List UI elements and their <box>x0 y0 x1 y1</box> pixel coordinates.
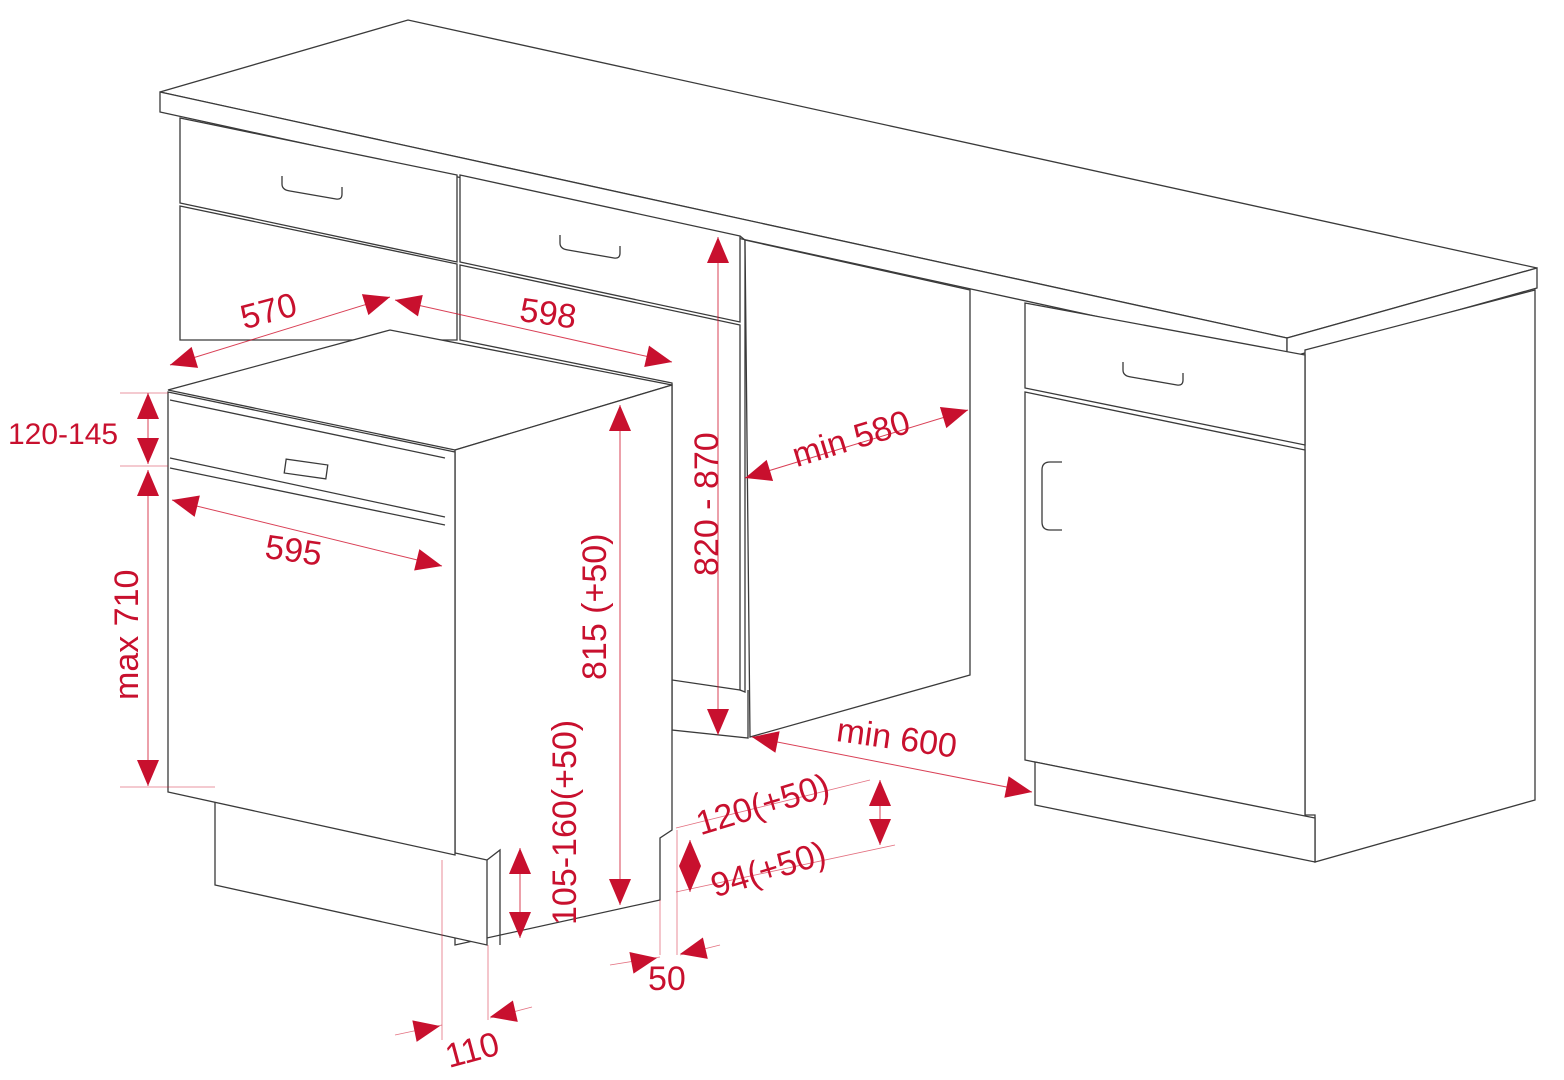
arrowhead-icon <box>680 937 708 959</box>
door-handle-icon <box>1041 461 1062 531</box>
label-door-height: max 710 <box>108 570 146 700</box>
arrowhead-icon <box>509 912 531 938</box>
label-panel-height: 120-145 <box>8 418 118 451</box>
ext-line <box>675 844 896 893</box>
ext-line <box>675 779 871 829</box>
dim-min-niche-width <box>744 409 969 479</box>
arrowhead-icon <box>939 407 968 429</box>
arrowhead-icon <box>679 866 701 892</box>
countertop <box>159 19 1538 359</box>
label-plinth-setback: 50 <box>648 960 686 998</box>
arrowhead-icon <box>361 294 390 316</box>
right-cabinet <box>1024 289 1536 863</box>
label-plinth-height: 120(+50) <box>692 767 834 843</box>
arrowhead-icon <box>172 495 200 517</box>
label-height: 815 (+50) <box>576 534 614 681</box>
label-plinth-depth-range: 105-160(+50) <box>546 720 584 925</box>
label-min-niche-depth: min 600 <box>834 711 959 765</box>
arrowhead-icon <box>707 709 729 735</box>
left-cabinets <box>179 117 749 739</box>
arrowhead-icon <box>644 345 672 368</box>
arrowhead-icon <box>509 848 531 874</box>
arrowhead-icon <box>137 470 159 496</box>
arrowhead-icon <box>679 840 701 866</box>
arrowhead-icon <box>412 1020 440 1042</box>
arrowhead-icon <box>629 952 657 974</box>
drawer-handle-icon <box>281 176 343 200</box>
dimension-lines <box>120 237 1033 1042</box>
arrowhead-icon <box>745 459 774 481</box>
dim-depth <box>169 296 391 366</box>
arrowhead-icon <box>137 438 159 464</box>
arrowhead-icon <box>395 294 423 317</box>
label-plinth-height-min: 94(+50) <box>706 834 830 905</box>
arrowhead-icon <box>609 879 631 905</box>
niche <box>744 239 971 738</box>
arrowhead-icon <box>609 405 631 431</box>
dim-width <box>171 499 443 567</box>
label-niche-width: 598 <box>517 291 578 337</box>
arrowhead-icon <box>869 780 891 806</box>
arrowhead-icon <box>490 1000 518 1022</box>
dishwasher <box>167 329 673 946</box>
arrowhead-icon <box>1004 776 1032 798</box>
arrowhead-icon <box>137 760 159 786</box>
label-width: 595 <box>263 528 324 574</box>
arrowhead-icon <box>170 346 199 368</box>
dim-min-niche-depth <box>751 736 1033 793</box>
dim-niche-width <box>394 299 673 363</box>
arrowhead-icon <box>869 819 891 845</box>
drawer-handle-icon <box>1122 362 1184 386</box>
label-niche-height: 820 - 870 <box>688 432 726 576</box>
control-panel-handle-icon <box>283 458 329 480</box>
arrowhead-icon <box>707 237 729 263</box>
drawer-handle-icon <box>559 235 621 259</box>
arrowhead-icon <box>414 549 442 571</box>
label-door-plinth-offset: 110 <box>441 1025 503 1076</box>
arrowhead-icon <box>752 731 780 753</box>
arrowhead-icon <box>137 393 159 419</box>
